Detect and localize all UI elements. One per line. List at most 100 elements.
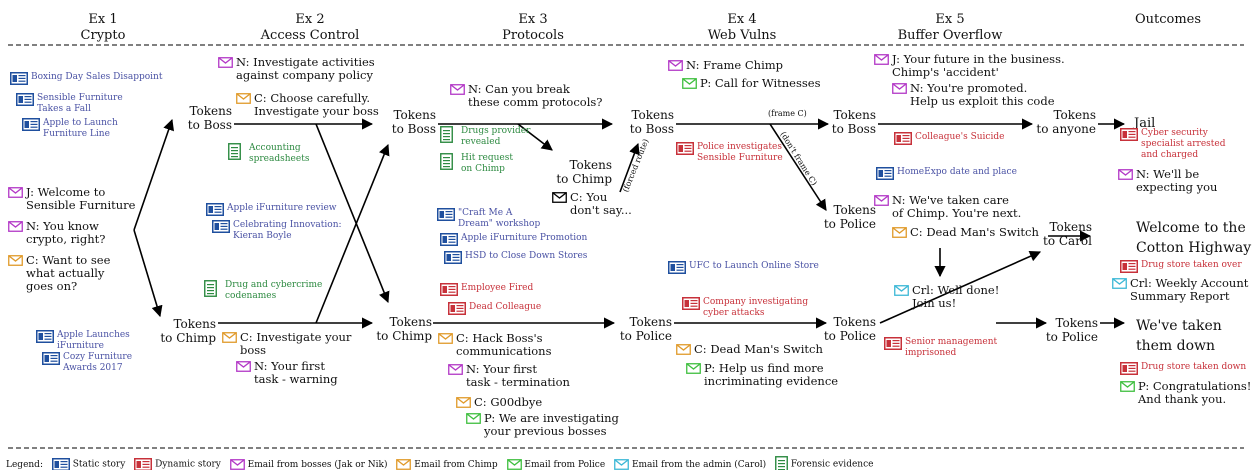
arrow-ex5police2-to-carol — [879, 250, 1042, 324]
static-story-icon — [444, 251, 462, 268]
dynamic-story-icon — [448, 302, 466, 319]
dynamic-story-icon — [682, 297, 700, 314]
static-story-icon — [212, 220, 230, 237]
boss-email-icon — [218, 57, 233, 71]
story-ex1-0: Boxing Day Sales Disappoint — [10, 72, 162, 85]
chimp-email-icon — [8, 255, 23, 269]
forensic-evidence-icon — [440, 126, 453, 147]
legend-chimp: Email from Chimp — [396, 458, 498, 470]
msg-ex5-future: J: Your future in the business.Chimp's '… — [874, 53, 1065, 79]
dynamic-ex3-0: Employee Fired — [440, 283, 533, 296]
chimp-email-icon — [236, 93, 251, 107]
arrow-ex4boss-to-ex5police — [769, 123, 827, 211]
boss-email-icon — [8, 187, 23, 201]
boss-email-icon — [668, 60, 683, 74]
dynamic-story-icon — [1120, 362, 1138, 379]
msg-ex3-goodbye: C: G00dbye — [456, 396, 542, 409]
msg-ex2-choose: C: Choose carefully.Investigate your bos… — [236, 92, 379, 118]
story-ex3-1: Apple iFurniture Promotion — [440, 233, 587, 246]
msg-ex5-carol: Crl: Well done!Join us! — [894, 284, 999, 310]
boss-email-icon — [8, 221, 23, 235]
police-email-icon — [682, 78, 697, 92]
arrow-chimp-mid-to-ex4boss — [619, 142, 640, 193]
legend-admin: Email from the admin (Carol) — [614, 458, 766, 470]
police-email-icon — [506, 458, 522, 470]
static-story-icon — [876, 167, 894, 184]
chimp-email-icon — [222, 332, 237, 346]
story-ex2-1: Celebrating Innovation:Kieran Boyle — [212, 220, 342, 242]
email-icon — [552, 192, 567, 206]
edge-label-frame: (frame C) — [768, 109, 807, 118]
dynamic-story-icon — [1120, 260, 1138, 277]
msg-ex4-switch: C: Dead Man's Switch — [676, 343, 823, 356]
boss-email-icon — [874, 195, 889, 209]
forensic-evidence-icon — [204, 280, 217, 301]
admin-email-icon — [1112, 278, 1127, 292]
msg-ex4-frame: N: Frame Chimp — [668, 59, 783, 72]
boss-email-icon — [448, 364, 463, 378]
forensic-evidence-icon — [775, 456, 788, 470]
arrow-ex1-to-boss — [133, 118, 175, 231]
msg-ex5-switch: C: Dead Man's Switch — [892, 226, 1039, 239]
legend-police: Email from Police — [506, 458, 605, 470]
boss-email-icon — [236, 361, 251, 375]
chimp-email-icon — [438, 333, 453, 347]
legend-bosses: Email from bosses (Jak or Nik) — [229, 458, 388, 470]
dynamic-story-icon — [440, 283, 458, 300]
forensic-evidence-icon — [440, 153, 453, 174]
dynamic-story-icon — [134, 458, 153, 470]
legend-title: Legend: — [6, 460, 43, 470]
legend-forensic: Forensic evidence — [775, 456, 873, 470]
story-ex4-0: UFC to Launch Online Store — [668, 261, 819, 274]
arrow-ex3boss-to-chimp-mid — [517, 123, 553, 151]
story-ex3-2: HSD to Close Down Stores — [444, 251, 587, 264]
dynamic-story-icon — [894, 132, 912, 149]
static-story-icon — [16, 93, 34, 110]
boss-email-icon — [450, 84, 465, 98]
static-story-icon — [36, 330, 54, 347]
boss-email-icon — [1118, 169, 1133, 183]
dynamic-taken: Drug store taken down — [1120, 362, 1246, 375]
boss-email-icon — [229, 458, 245, 470]
arrow-ex2chimp-to-ex3boss — [315, 143, 390, 324]
chimp-email-icon — [456, 397, 471, 411]
header-outcomes: Outcomes — [1134, 12, 1202, 27]
